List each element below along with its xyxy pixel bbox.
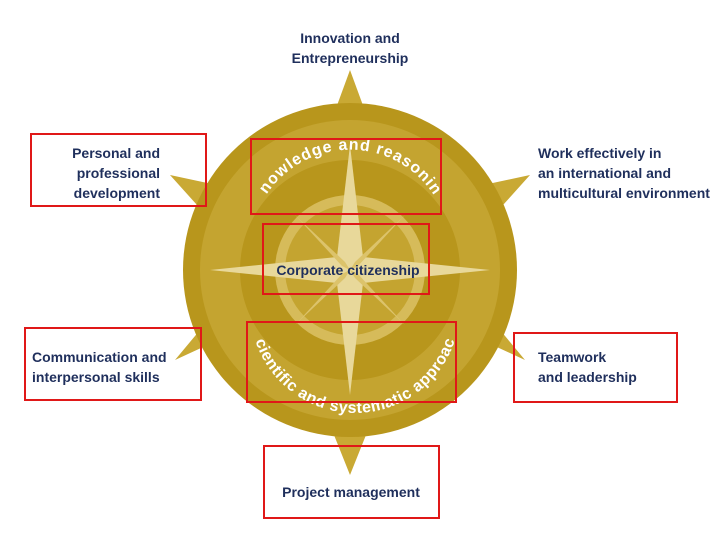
label-innovation: Innovation and Entrepreneurship <box>291 30 409 66</box>
highlight-box-project <box>263 445 440 519</box>
center-text: Corporate citizenship <box>276 262 419 278</box>
label-communication: Communication and interpersonal skills <box>32 349 167 385</box>
highlight-box-personal <box>30 133 207 207</box>
highlight-box-corporate <box>262 223 430 295</box>
highlight-box-communication <box>24 327 202 401</box>
highlight-box-knowledge <box>250 138 442 215</box>
label-teamwork: Teamwork and leadership <box>538 349 637 385</box>
highlight-box-teamwork <box>513 332 678 403</box>
label-personal-development: Personal and professional development <box>72 145 160 201</box>
inner-compass-star <box>210 145 490 395</box>
highlight-box-scientific <box>246 321 457 403</box>
label-international-environment: Work effectively in an international and… <box>538 145 710 201</box>
label-project-management: Project management <box>282 484 420 500</box>
